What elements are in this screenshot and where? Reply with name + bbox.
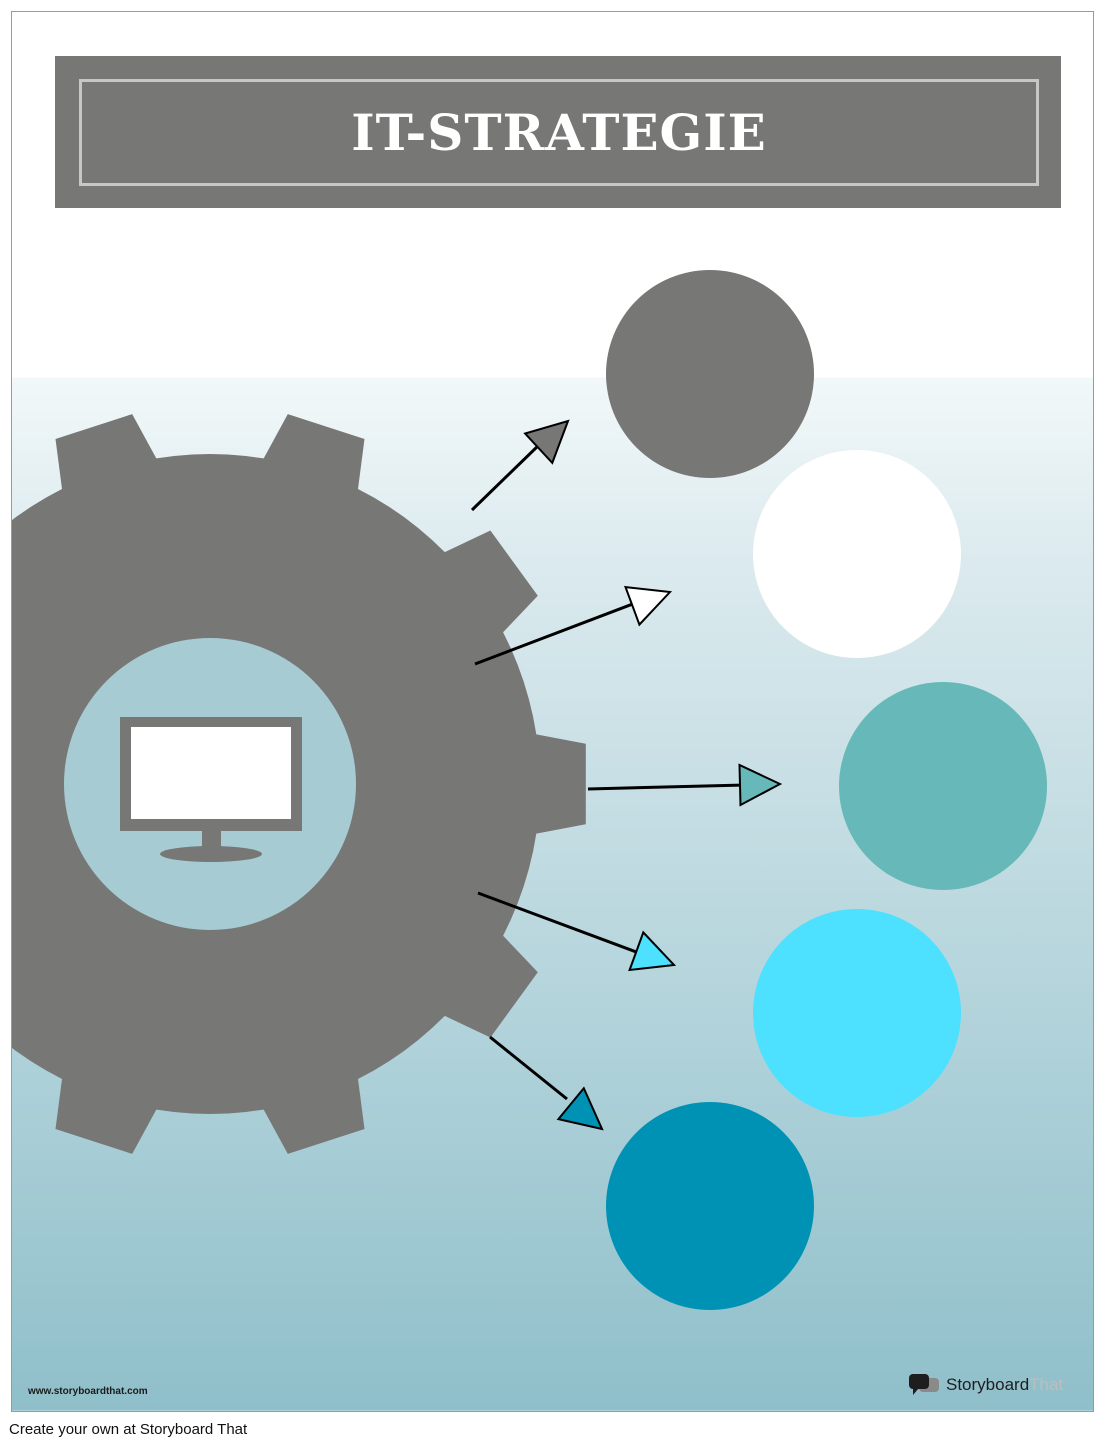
title-banner: IT-STRATEGIE	[55, 56, 1061, 208]
speech-bubbles-icon	[909, 1374, 939, 1395]
node-circle-5	[606, 1102, 814, 1310]
node-circle-1	[606, 270, 814, 478]
poster: IT-STRATEGIE	[11, 11, 1094, 1412]
node-circle-3	[839, 682, 1047, 890]
arrow-4	[477, 891, 677, 972]
strategy-diagram	[12, 270, 1047, 1310]
arrow-3	[587, 763, 783, 807]
arrowhead-3	[738, 763, 783, 807]
storyboardthat-logo: StoryboardThat	[908, 1373, 1063, 1397]
arrowhead-2	[623, 585, 673, 627]
node-circle-4	[753, 909, 961, 1117]
node-circle-2	[753, 450, 961, 658]
arrowhead-1	[523, 419, 570, 465]
footer-tagline[interactable]: Create your own at Storyboard That	[9, 1421, 248, 1438]
page-title: IT-STRATEGIE	[351, 103, 767, 162]
logo-text: StoryboardThat	[946, 1375, 1063, 1395]
website-url[interactable]: www.storyboardthat.com	[28, 1386, 148, 1397]
title-inner-border: IT-STRATEGIE	[79, 79, 1039, 186]
monitor-icon	[120, 717, 302, 862]
arrowhead-5	[556, 1086, 604, 1131]
logo-text-bold: Storyboard	[946, 1375, 1030, 1394]
arrow-1	[470, 419, 570, 512]
arrowhead-4	[628, 930, 677, 972]
logo-text-light: That	[1029, 1375, 1064, 1394]
arrow-5	[489, 1035, 604, 1131]
arrow-2	[474, 585, 673, 666]
